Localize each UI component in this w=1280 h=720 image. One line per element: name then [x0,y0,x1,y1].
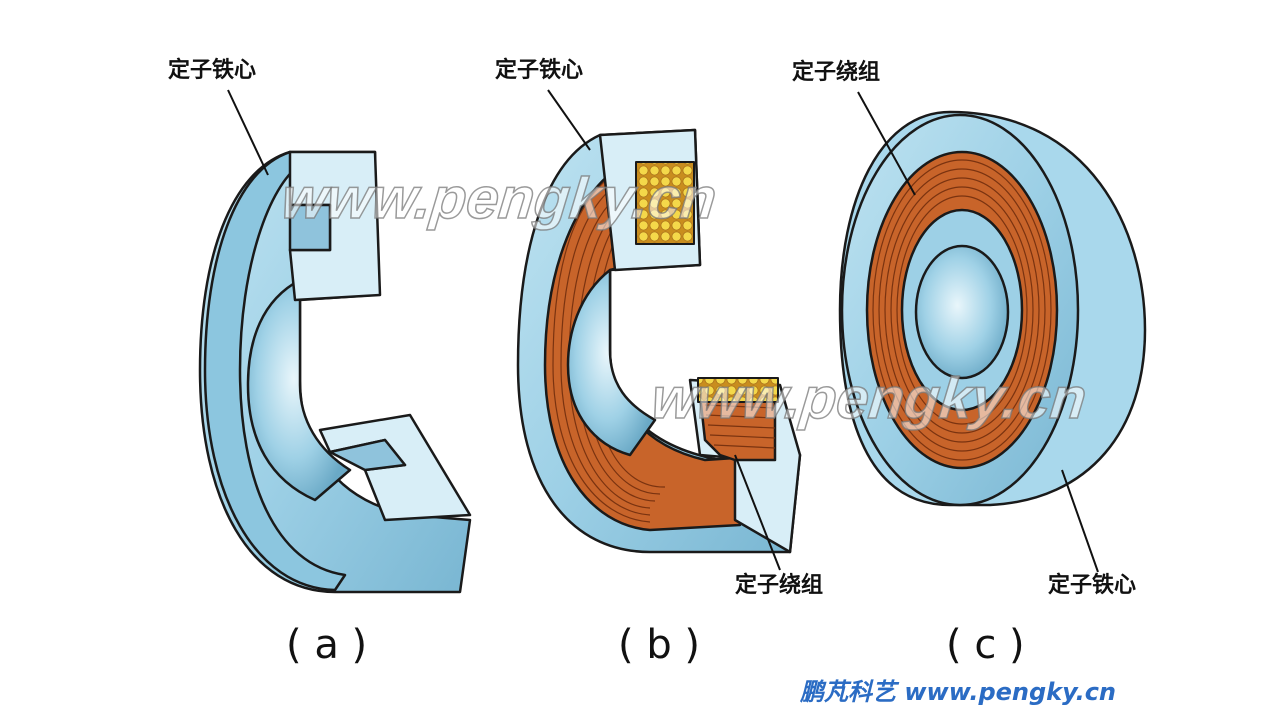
label-b-stator-winding: 定子绕组 [735,573,824,598]
label-b-stator-core: 定子铁心 [495,58,584,83]
watermark-mid: www.pengky.cn [648,365,1090,432]
caption-a: ( a ) [286,622,368,668]
c-bore [914,244,1010,380]
b-top-conductors [635,161,695,245]
leader-a-core [227,89,269,176]
brand-name: 鹏芃科艺 [800,678,896,706]
watermark-top: www.pengky.cn [278,165,720,232]
figure-c-full-stator [838,110,1147,507]
c-winding-turns [872,159,1052,461]
label-c-stator-winding: 定子绕组 [792,60,881,85]
a-top-slot [288,203,332,252]
leader-c-core [1061,469,1099,573]
label-a-stator-core: 定子铁心 [168,58,257,83]
a-core-bore [246,278,352,502]
caption-c: ( c ) [946,622,1025,668]
figure-a-stator-core [198,150,472,594]
leader-c-winding [857,91,916,196]
b-core-bore [566,268,657,457]
b-bottom-conductors [697,377,779,403]
caption-b: ( b ) [618,622,701,668]
figure-b-core-with-winding [516,128,802,554]
brand-url[interactable]: www.pengky.cn [904,678,1117,706]
leader-b-winding [734,454,781,571]
leader-b-core [547,89,591,151]
brand-footer: 鹏芃科艺 www.pengky.cn [800,680,1116,704]
leader-lines [227,89,1099,573]
b-bottom-turns [704,404,776,449]
a-bottom-slot [328,438,407,472]
a-core-rim [203,150,347,592]
label-c-stator-core: 定子铁心 [1048,573,1137,598]
